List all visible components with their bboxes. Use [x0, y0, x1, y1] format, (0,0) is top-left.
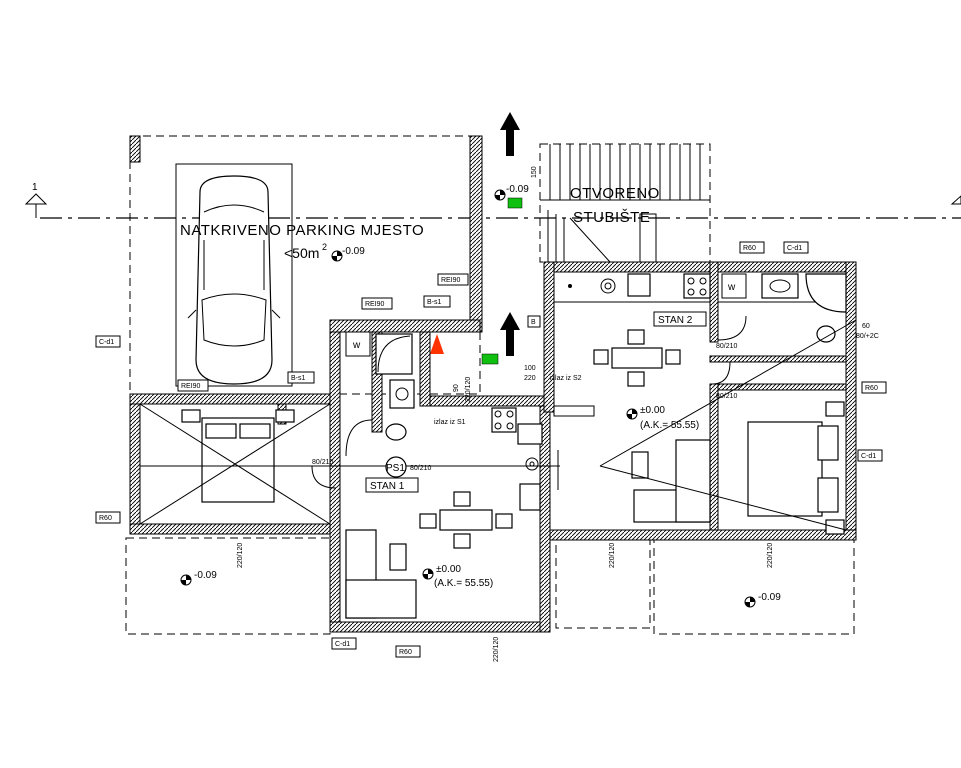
washing-machine-label-1: w [352, 340, 361, 351]
svg-text:-0.09: -0.09 [342, 246, 365, 257]
svg-text:-0.09: -0.09 [506, 184, 529, 195]
exit-s1-label: izlaz iz S1 [434, 419, 466, 426]
bed-icon [181, 409, 295, 503]
svg-text:REI90: REI90 [181, 383, 201, 390]
svg-text:B-s1: B-s1 [427, 299, 442, 306]
dim-60: 60 [862, 323, 870, 330]
window-dim: 220/120 [237, 543, 244, 568]
car-icon [187, 175, 281, 385]
tag-r60: R60 [861, 381, 887, 394]
svg-text:C-d1: C-d1 [99, 339, 114, 346]
fire-extinguisher-icon [430, 334, 444, 354]
dim-90: 90 [453, 384, 460, 392]
dining-table-icon [419, 491, 513, 549]
dim-100: 100 [524, 365, 536, 372]
stan1-label: STAN 1 [365, 477, 419, 493]
terrace-right-outline [653, 539, 855, 635]
window-dim: 220/120 [767, 543, 774, 568]
tag-rei90: REI90 [361, 297, 393, 310]
tag-r60: R60 [395, 645, 421, 658]
section-marker-label: 1 [32, 182, 38, 193]
svg-text:PS1: PS1 [386, 463, 405, 474]
svg-text:R60: R60 [743, 245, 756, 252]
exit-sign-icon [481, 353, 499, 365]
svg-text:-0.09: -0.09 [758, 592, 781, 603]
toilet-icon [816, 325, 836, 343]
north-arrow-icon [500, 312, 520, 356]
svg-text:<50m: <50m [284, 245, 319, 261]
tag-cd1: C-d1 [331, 637, 357, 650]
section-marker-left: 1 [24, 182, 48, 218]
level-marker-terrace-left: -0.09 [180, 570, 217, 586]
level-marker-stan2: ±0.00 (A.K.= 55.55) [626, 405, 699, 431]
parking-area: <50m 2 [284, 242, 327, 261]
stairs-outline [539, 143, 711, 263]
svg-text:R60: R60 [865, 385, 878, 392]
svg-text:(A.K.= 55.55): (A.K.= 55.55) [640, 420, 699, 431]
stair-treads [540, 144, 710, 263]
window-dim: 220/120 [493, 637, 500, 662]
exit-s2-label: izlaz iz S2 [550, 375, 582, 382]
tag-b: B [527, 315, 541, 328]
svg-text:-0.09: -0.09 [194, 570, 217, 581]
exit-sign-icon [507, 197, 523, 209]
door-dim: 80/210 [410, 465, 432, 472]
tag-cd1: C-d1 [857, 449, 883, 462]
svg-text:R60: R60 [399, 649, 412, 656]
svg-text:±0.00: ±0.00 [436, 564, 461, 575]
window-dim: 220/120 [609, 543, 616, 568]
section-marker-right [950, 195, 961, 205]
svg-text:(A.K.= 55.55): (A.K.= 55.55) [434, 578, 493, 589]
tag-r60: R60 [95, 511, 121, 524]
tag-rei90: REI90 [177, 379, 209, 392]
svg-text:REI90: REI90 [365, 301, 385, 308]
tag-r60: R60 [739, 241, 765, 254]
level-marker-entry: -0.09 [494, 184, 529, 201]
north-arrow-icon [500, 112, 520, 156]
svg-text:B: B [531, 319, 536, 326]
tag-bs1: B-s1 [287, 371, 315, 384]
tag-cd1: C-d1 [783, 241, 809, 254]
dining-table-icon [593, 329, 681, 387]
svg-text:REI90: REI90 [441, 277, 461, 284]
svg-text:2: 2 [322, 242, 327, 252]
svg-text:±0.00: ±0.00 [640, 405, 665, 416]
stan2-label: STAN 2 [653, 311, 707, 327]
washing-machine-label-2: w [727, 282, 736, 293]
level-marker-terrace-right: -0.09 [744, 592, 781, 608]
parking-title: NATKRIVENO PARKING MJESTO [180, 222, 424, 239]
window-dim: 80/+2C [856, 333, 879, 340]
svg-text:C-d1: C-d1 [335, 641, 350, 648]
tag-rei90: REI90 [437, 273, 469, 286]
level-marker-stan1: ±0.00 (A.K.= 55.55) [422, 564, 493, 589]
door-dim: 80/210 [716, 343, 738, 350]
sofa-icon [345, 529, 417, 619]
bed-icon [747, 401, 845, 535]
parking-space [175, 163, 293, 387]
terrace-left-outline [125, 537, 331, 635]
terrace-center-outline [555, 539, 651, 629]
stairs-title-1: OTVORENO [570, 185, 660, 202]
ps1-marker: PS1 [385, 456, 407, 478]
level-marker-parking: -0.09 [331, 246, 365, 262]
dim-220: 220 [524, 375, 536, 382]
door-dim: 80/210 [312, 459, 334, 466]
svg-text:R60: R60 [99, 515, 112, 522]
svg-text:C-d1: C-d1 [861, 453, 876, 460]
door-dim: 80/210 [716, 393, 738, 400]
svg-text:B-s1: B-s1 [291, 375, 306, 382]
dim-150: 150 [531, 166, 538, 178]
stairs-title-2: STUBIŠTE [573, 209, 650, 226]
svg-text:C-d1: C-d1 [787, 245, 802, 252]
tag-cd1: C-d1 [95, 335, 121, 348]
svg-text:STAN 1: STAN 1 [370, 481, 405, 492]
svg-text:STAN 2: STAN 2 [658, 315, 693, 326]
window-dim: 220/120 [465, 377, 472, 402]
toilet-icon [385, 423, 407, 441]
tag-bs1: B-s1 [423, 295, 451, 308]
